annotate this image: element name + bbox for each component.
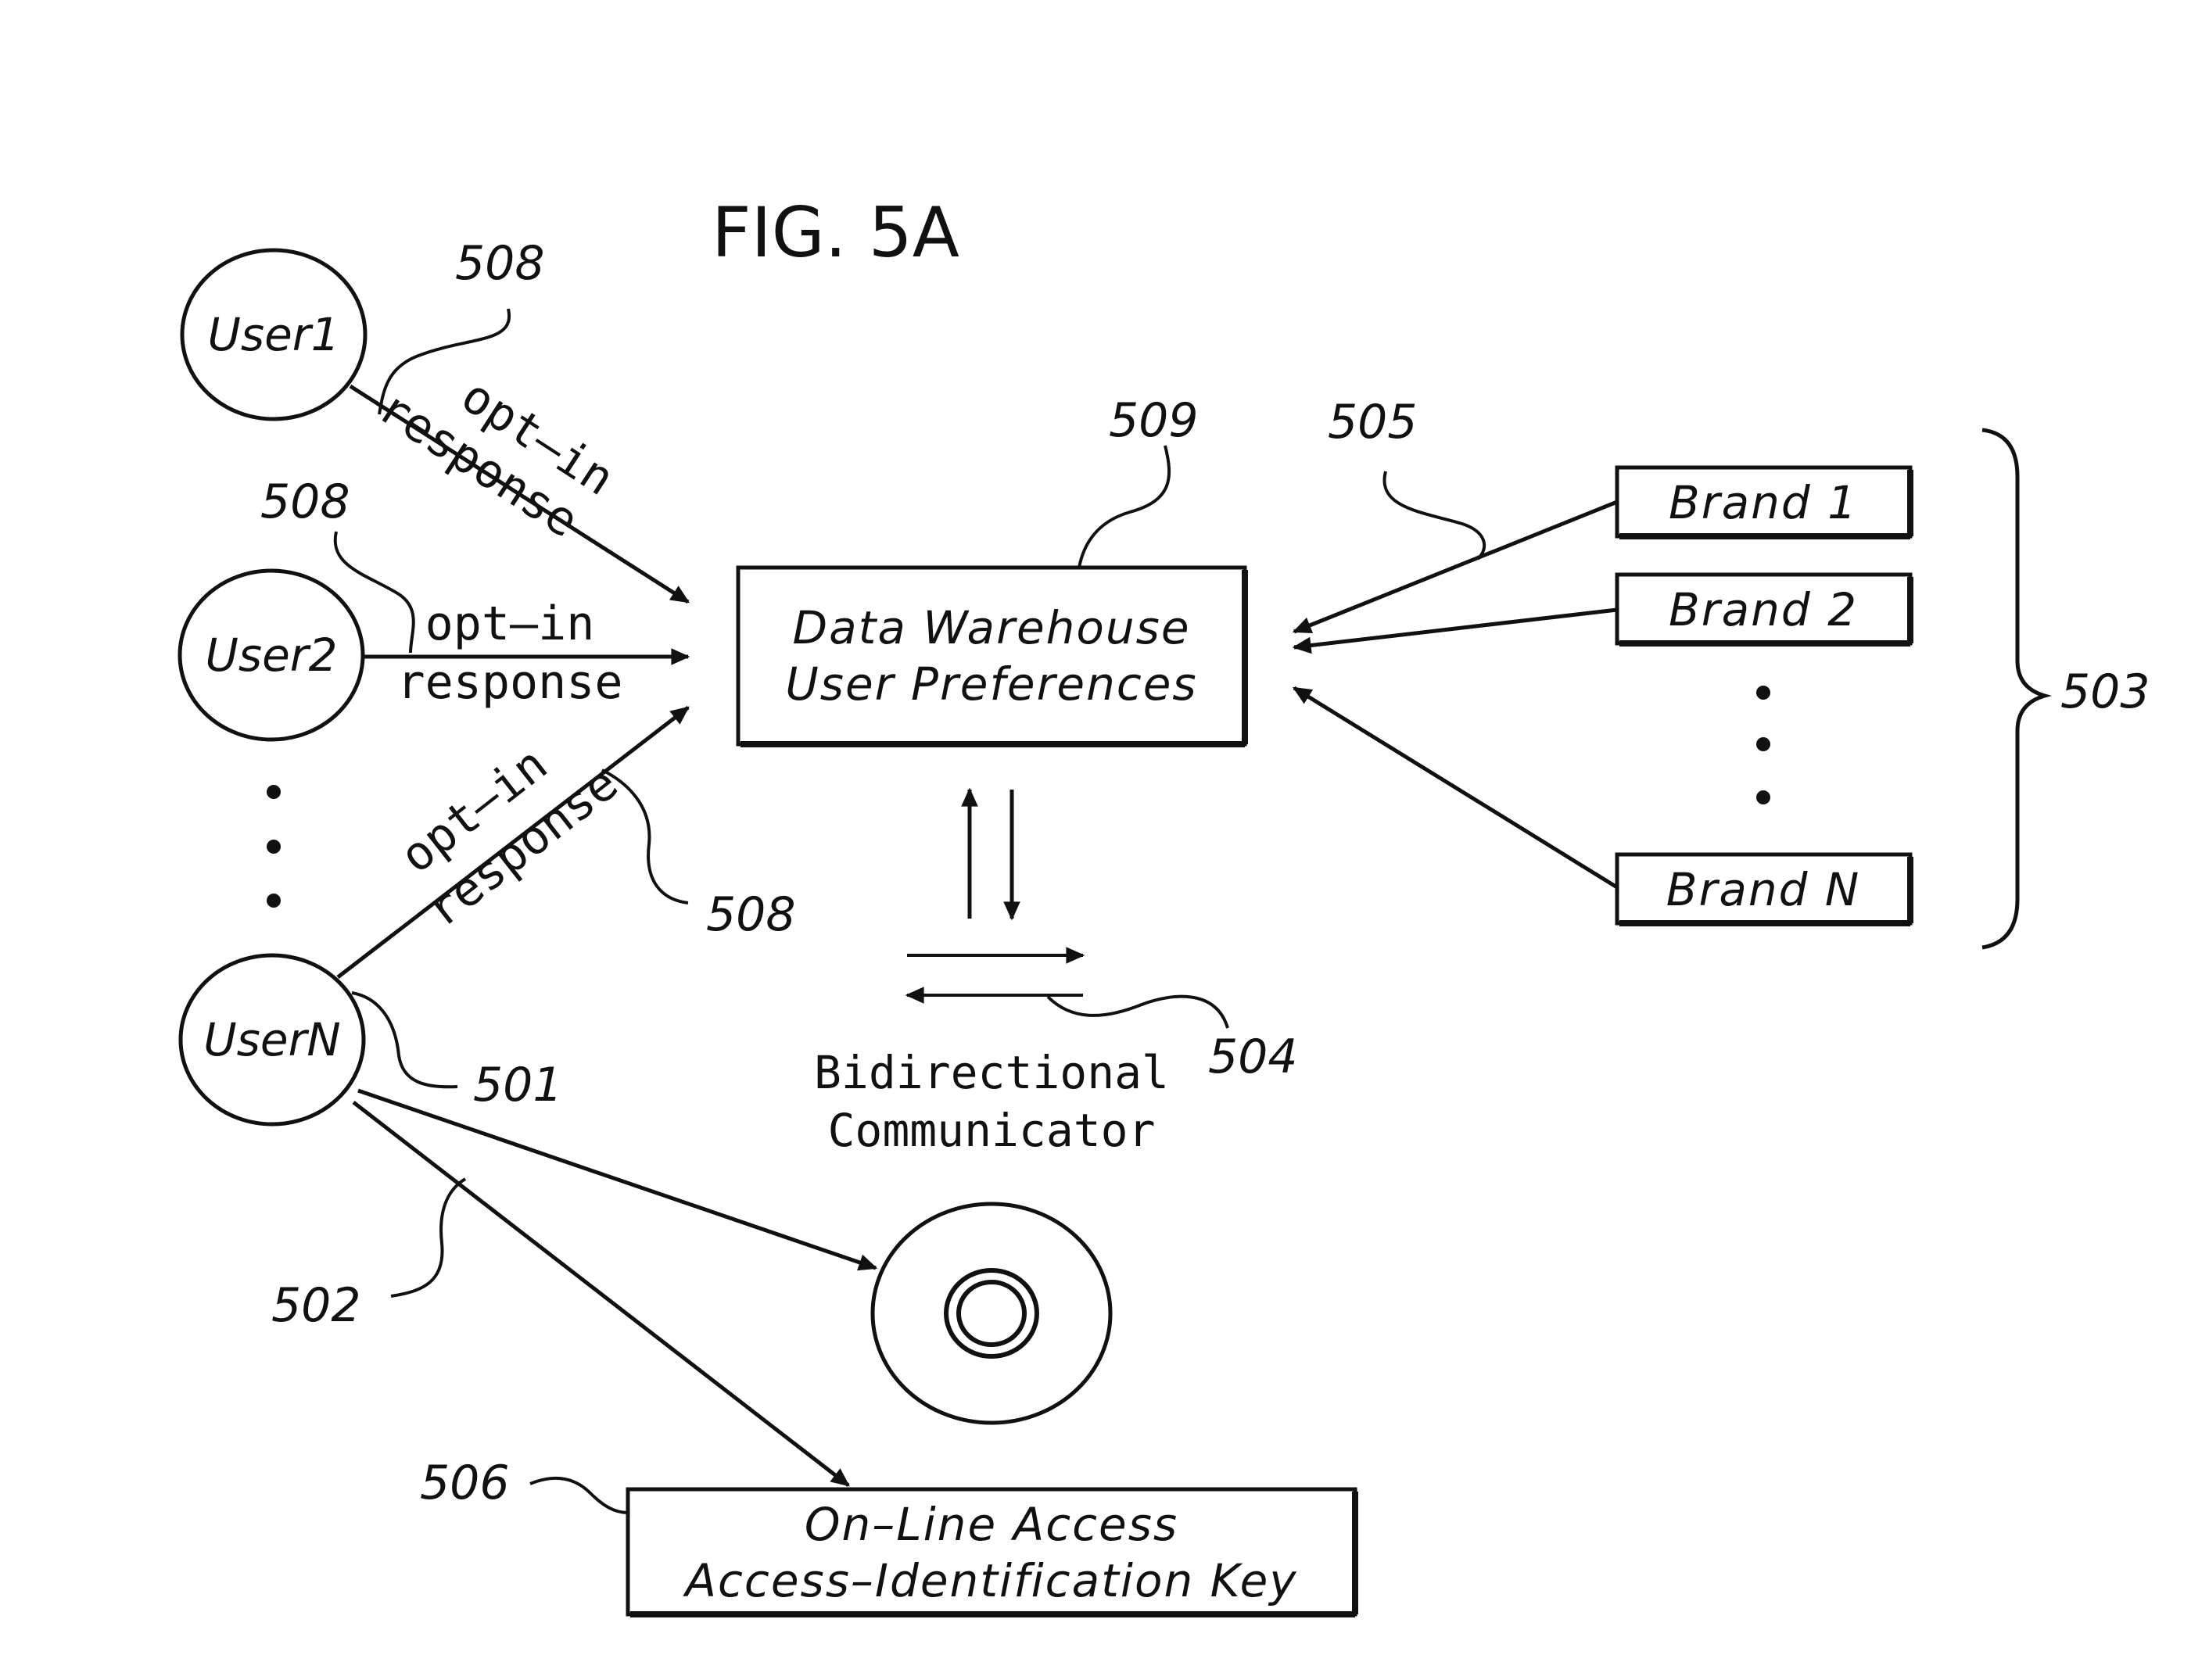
- online-access-line2: Access–Identification Key: [682, 1554, 1297, 1607]
- data-warehouse-box: Data Warehouse User Preferences: [738, 568, 1245, 744]
- ref-506: 506: [420, 1456, 510, 1510]
- user1-edge-label: opt–in response: [369, 334, 624, 553]
- data-warehouse-line1: Data Warehouse: [792, 601, 1190, 654]
- leader-506: [530, 1478, 628, 1513]
- usern-to-disc-arrow: [358, 1091, 876, 1268]
- ref-509: 509: [1109, 393, 1199, 448]
- user2-response-text: response: [397, 655, 623, 710]
- ref-508-user1: 508: [455, 236, 545, 291]
- ref-505: 505: [1328, 395, 1418, 450]
- brand-n-arrow: [1294, 688, 1617, 887]
- communicator-line1: Bidirectional: [814, 1046, 1169, 1099]
- usern-to-online-arrow: [353, 1102, 848, 1485]
- brand-n-box: Brand N: [1617, 854, 1910, 923]
- brand-2-arrow: [1294, 610, 1617, 647]
- brands-ellipsis: [1756, 686, 1770, 804]
- brand-2-label: Brand 2: [1669, 583, 1858, 636]
- ref-504: 504: [1208, 1030, 1298, 1084]
- online-access-line1: On–Line Access: [805, 1498, 1178, 1551]
- user1-node: User1: [182, 250, 365, 419]
- disc-icon: [873, 1204, 1110, 1423]
- usern-edge-label: opt–in response: [380, 710, 628, 938]
- ref-502: 502: [271, 1278, 361, 1333]
- brand-2-box: Brand 2: [1617, 575, 1910, 643]
- brand-1-box: Brand 1: [1617, 467, 1910, 536]
- leader-509: [1079, 446, 1169, 568]
- leader-505: [1384, 471, 1484, 559]
- user2-label: User2: [205, 629, 337, 682]
- usern-label: UserN: [203, 1013, 341, 1066]
- usern-node: UserN: [181, 955, 364, 1124]
- ref-501: 501: [473, 1058, 563, 1112]
- brand-1-label: Brand 1: [1669, 476, 1858, 529]
- ref-508-user2: 508: [260, 475, 350, 529]
- leader-504: [1048, 997, 1228, 1028]
- figure-title: FIG. 5A: [712, 192, 959, 273]
- ref-508-usern: 508: [706, 887, 796, 942]
- leader-501: [352, 993, 457, 1087]
- leader-502: [391, 1179, 465, 1296]
- brands-brace: [1982, 430, 2045, 947]
- online-access-box: On–Line Access Access–Identification Key: [628, 1489, 1355, 1614]
- user1-label: User1: [207, 308, 339, 361]
- data-warehouse-line2: User Preferences: [785, 657, 1197, 711]
- ref-503: 503: [2060, 664, 2150, 719]
- users-ellipsis: [267, 785, 281, 908]
- user2-node: User2: [180, 571, 363, 740]
- user2-optin-text: opt–in: [425, 596, 595, 651]
- brand-n-label: Brand N: [1666, 863, 1861, 916]
- communicator-line2: Communicator: [827, 1104, 1155, 1157]
